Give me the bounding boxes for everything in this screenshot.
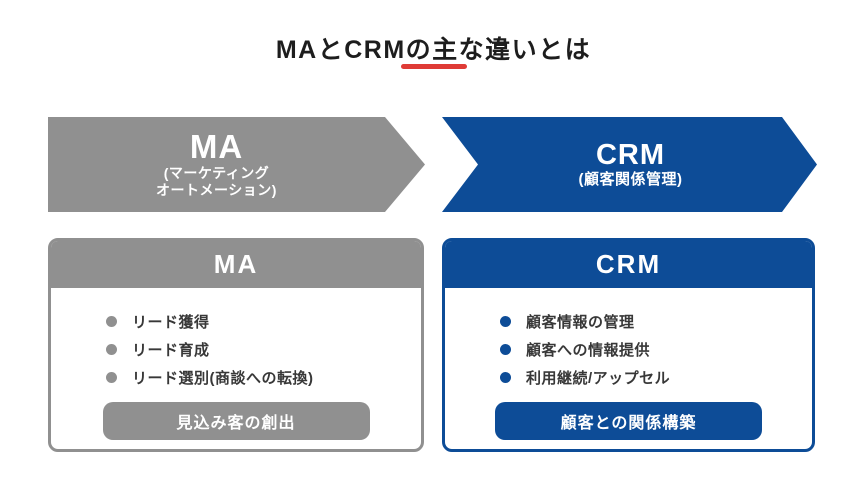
bullet-dot-icon bbox=[106, 315, 117, 327]
ma-arrow-label: MA bbox=[189, 128, 244, 166]
list-item: 顧客情報の管理 bbox=[500, 307, 812, 335]
crm-panel-header: CRM bbox=[445, 241, 812, 288]
list-item-label: 顧客への情報提供 bbox=[526, 341, 651, 359]
list-item: 利用継続/アップセル bbox=[500, 363, 812, 391]
ma-flow-arrow: MA (マーケティング オートメーション) bbox=[48, 117, 425, 212]
bullet-dot-icon bbox=[500, 315, 511, 327]
list-item: リード育成 bbox=[106, 335, 421, 363]
list-item: 顧客への情報提供 bbox=[500, 335, 812, 363]
crm-outcome-badge: 顧客との関係構築 bbox=[495, 402, 762, 440]
ma-outcome-badge: 見込み客の創出 bbox=[102, 402, 370, 440]
list-item: リード獲得 bbox=[106, 307, 421, 335]
bullet-dot-icon bbox=[106, 371, 117, 383]
crm-feature-list: 顧客情報の管理 顧客への情報提供 利用継続/アップセル bbox=[445, 307, 812, 391]
bullet-dot-icon bbox=[500, 371, 511, 383]
bullet-dot-icon bbox=[106, 343, 117, 355]
ma-arrow-subtitle-line2: オートメーション) bbox=[156, 181, 277, 198]
list-item: リード選別(商談への転換) bbox=[106, 363, 421, 391]
ma-feature-list: リード獲得 リード育成 リード選別(商談への転換) bbox=[51, 307, 421, 391]
title-underline bbox=[400, 64, 467, 69]
list-item-label: リード育成 bbox=[132, 341, 210, 359]
list-item-label: リード獲得 bbox=[132, 313, 210, 331]
list-item-label: 顧客情報の管理 bbox=[526, 313, 635, 331]
crm-arrow-subtitle: (顧客関係管理) bbox=[578, 170, 683, 188]
list-item-label: 利用継続/アップセル bbox=[526, 369, 671, 387]
crm-arrow-label: CRM bbox=[595, 139, 666, 172]
bullet-dot-icon bbox=[500, 343, 511, 355]
crm-flow-arrow: CRM (顧客関係管理) bbox=[442, 117, 817, 212]
ma-panel: MA リード獲得 リード育成 リード選別(商談への転換) 見込み客の創出 bbox=[48, 238, 424, 452]
list-item-label: リード選別(商談への転換) bbox=[132, 369, 314, 387]
ma-arrow-subtitle-line1: (マーケティング bbox=[163, 165, 270, 182]
page-title: MAとCRMの主な違いとは bbox=[275, 36, 592, 64]
ma-panel-header: MA bbox=[51, 241, 421, 288]
crm-panel: CRM 顧客情報の管理 顧客への情報提供 利用継続/アップセル 顧客との関係構築 bbox=[442, 238, 815, 452]
